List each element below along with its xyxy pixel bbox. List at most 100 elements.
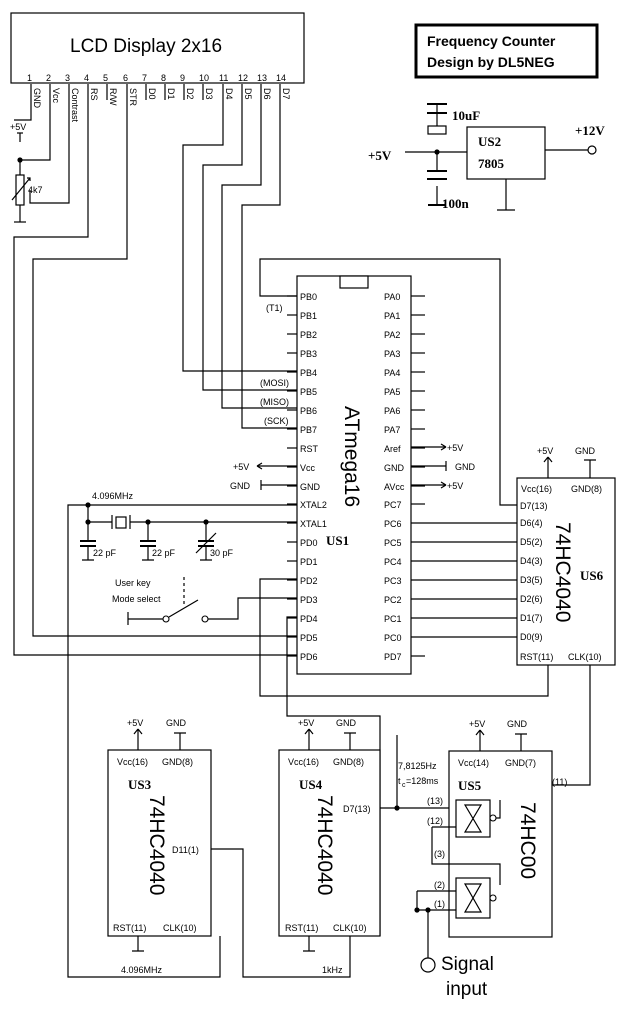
lcd-pin-number: 6 <box>123 73 128 83</box>
p2-label: (2) <box>434 880 445 890</box>
mcu-left-pin: PD5 <box>300 633 318 643</box>
us6-vcc: Vcc(16) <box>521 484 552 494</box>
pb5-mosi: (MOSI) <box>260 378 289 388</box>
userkey-line2: Mode select <box>112 594 161 604</box>
output-5v-label: +5V <box>368 148 392 163</box>
lcd-pin-name: D6 <box>262 88 272 100</box>
gnd2-label: GND <box>455 462 476 472</box>
us4-gnd: GND(8) <box>333 757 364 767</box>
us6-pin: D1(7) <box>520 613 543 623</box>
p13-label: (13) <box>427 796 443 806</box>
mcu-left-pin: PB2 <box>300 330 317 340</box>
p11-label: (11) <box>552 777 567 787</box>
us4-rst: RST(11) <box>285 923 318 933</box>
us4-type: 74HC4040 <box>313 795 336 895</box>
signal-line1: Signal <box>441 954 494 975</box>
mcu-right-pin: PC5 <box>384 538 402 548</box>
mcu-right-pin: PC4 <box>384 557 402 567</box>
gate-freq: 7,8125Hz <box>398 761 437 771</box>
us6-pin: D5(2) <box>520 537 543 547</box>
input-12v-terminal <box>587 145 597 155</box>
lcd-gnd-wire <box>14 100 32 121</box>
lcd-pin-name: D2 <box>185 88 195 100</box>
us5-vcc: Vcc(14) <box>458 758 489 768</box>
lcd-pin-name: D1 <box>166 88 176 100</box>
cap2-label: 100n <box>442 196 470 211</box>
mcu-right-pin: PA4 <box>384 368 400 378</box>
pb1-t1: (T1) <box>266 303 283 313</box>
mcu-left-pin: PB4 <box>300 368 317 378</box>
mcu-right-pin: GND <box>384 463 405 473</box>
d4-wire <box>182 100 297 372</box>
mcu-right-pin: PA0 <box>384 292 400 302</box>
userkey-switch[interactable] <box>127 599 199 625</box>
pot-label: 4k7 <box>28 185 43 195</box>
lcd-pin-number: 9 <box>180 73 185 83</box>
us3-vcc: Vcc(16) <box>117 757 148 767</box>
lcd-pin-name: Contrast <box>70 88 80 123</box>
us4-gndlbl: GND <box>336 718 357 728</box>
input-12v-label: +12V <box>575 123 605 138</box>
lcd-title: LCD Display 2x16 <box>70 36 222 57</box>
lcd-pin-name: Vcc <box>51 88 61 104</box>
us4-counter <box>278 749 381 937</box>
us4-plus5: +5V <box>298 718 314 728</box>
lcd-pin-name: D3 <box>204 88 214 100</box>
rs-wire <box>13 100 297 656</box>
lcd-pin-number: 10 <box>199 73 209 83</box>
mcu-left-pin: PB3 <box>300 349 317 359</box>
mcu-left-pin: PD1 <box>300 557 318 567</box>
contrast-wire <box>29 100 70 204</box>
mcu-left-pin: RST <box>300 444 319 454</box>
lcd-pin-number: 8 <box>161 73 166 83</box>
lcd-pin-name: R/W <box>108 88 118 106</box>
us5-type: 74HC00 <box>516 802 539 879</box>
gate-time-t: t <box>398 776 401 786</box>
mcu-right-pin: PC2 <box>384 595 402 605</box>
signal-input-terminal[interactable] <box>420 957 436 973</box>
lcd-display-box <box>10 12 305 84</box>
mcu-left-pin: PD6 <box>300 652 318 662</box>
d7-wire <box>241 100 297 429</box>
lcd-pin-number: 3 <box>65 73 70 83</box>
mcu-right-pin: PC7 <box>384 500 402 510</box>
lcd-pin-number: 1 <box>27 73 32 83</box>
lcd-pin-number: 2 <box>46 73 51 83</box>
t1-wire <box>259 258 517 506</box>
regulator-type: 7805 <box>478 156 505 171</box>
us6-ref: US6 <box>580 568 604 583</box>
us6-pin: D4(3) <box>520 556 543 566</box>
credit-box <box>414 23 599 79</box>
us5-gndlbl: GND <box>507 719 528 729</box>
us6-pin: D7(13) <box>520 501 548 511</box>
us6-gnd: GND(8) <box>571 484 602 494</box>
regulator-name: US2 <box>478 134 501 149</box>
mcu-left-pin: PB6 <box>300 406 317 416</box>
us3-rst: RST(11) <box>113 923 146 933</box>
lcd-pin-number: 7 <box>142 73 147 83</box>
mcu-left-pin: PB5 <box>300 387 317 397</box>
gate-time-rest: =128ms <box>406 776 439 786</box>
mcu-left-pin: PD2 <box>300 576 318 586</box>
us6-type: 74HC4040 <box>551 522 574 622</box>
mcu-left-pin: XTAL2 <box>300 500 327 510</box>
lcd-pin-name: D0 <box>147 88 157 100</box>
us4-freq: 1kHz <box>322 965 343 975</box>
us4-out: D7(13) <box>343 804 371 814</box>
mcu-left-pin: PB1 <box>300 311 317 321</box>
lcd-pin-number: 12 <box>238 73 248 83</box>
userkey-line1: User key <box>115 578 151 588</box>
p3-label: (3) <box>434 849 445 859</box>
c1-label: 22 pF <box>93 548 117 558</box>
mcu-right-pin: Aref <box>384 444 401 454</box>
us6-pin: D2(6) <box>520 594 543 604</box>
mcu-right-pin: PA1 <box>384 311 400 321</box>
mcu-right-pin: PA7 <box>384 425 400 435</box>
us4-vcc: Vcc(16) <box>288 757 319 767</box>
us5-plus5: +5V <box>469 719 485 729</box>
lcd-pin-number: 14 <box>276 73 286 83</box>
us6-pin: D6(4) <box>520 518 543 528</box>
credit-line1: Frequency Counter <box>427 33 556 49</box>
lcd-pin-number: 4 <box>84 73 89 83</box>
crystal-freq: 4.096MHz <box>92 491 134 501</box>
